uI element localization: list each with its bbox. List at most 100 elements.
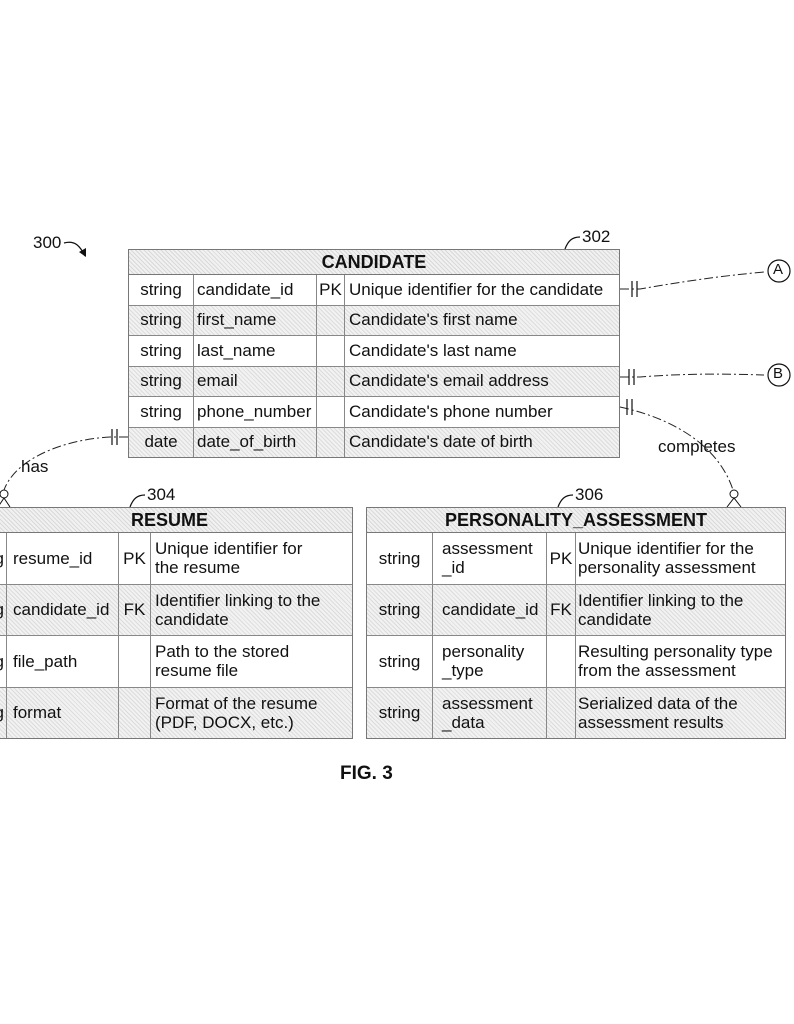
field-key [317,366,345,396]
table-row: date date_of_birth Candidate's date of b… [129,427,619,457]
field-desc: Candidate's phone number [349,401,553,421]
desc-line: resume file [155,661,239,681]
assessment-ref-number: 306 [575,485,604,504]
has-relationship-line [3,436,128,491]
connector-b-label: B [773,365,784,382]
field-key [317,305,345,335]
field-desc: Candidate's first name [349,310,518,330]
field-key [317,427,345,457]
desc-line: Unique identifier for [155,539,303,559]
field-key: PK [317,275,345,305]
table-row: string assessment_data Serialized data o… [367,687,785,739]
field-type: string [367,584,433,635]
desc-line: Serialized data of the [578,693,738,713]
completes-relationship-line [619,406,734,491]
desc-line: (PDF, DOCX, etc.) [155,712,294,732]
ref-302-leader [564,236,581,250]
name-line: assessment [442,539,533,559]
figure-ref-number: 300 [33,233,62,252]
table-row: string personality_type Resulting person… [367,636,785,688]
ref-306-leader [557,494,574,508]
connector-a-label: A [773,261,784,278]
personality-assessment-title: PERSONALITY_ASSESSMENT [367,508,785,533]
field-name: candidate_id [433,584,547,635]
desc-line: candidate [578,609,652,629]
name-line: _id [442,558,465,578]
field-key: FK [547,584,576,635]
field-name: candidate_id [194,275,317,305]
desc-line: the resume [155,558,241,578]
field-key [317,336,345,366]
has-label: has [21,457,49,476]
ref-300-arrowhead [79,248,86,257]
connector-line-a [620,271,765,290]
table-row: string email Candidate's email address [129,366,619,397]
candidate-title: CANDIDATE [129,250,619,275]
field-type: string [367,533,433,584]
name-line: assessment [442,693,533,713]
field-key [547,636,576,687]
connector-line-b [620,373,765,378]
table-row: string candidate_id PK Unique identifier… [129,275,619,306]
field-key: PK [547,533,576,584]
field-type: g [0,636,7,687]
field-type: string [129,275,194,305]
field-key [119,636,151,687]
field-key: PK [119,533,151,584]
field-name: phone_number [194,397,317,427]
desc-line: personality assessment [578,558,756,578]
field-desc: Candidate's date of birth [349,432,533,452]
field-desc: Unique identifier for the candidate [349,279,604,299]
field-type: string [367,687,433,738]
table-row: string assessment_id PK Unique identifie… [367,533,785,585]
field-type: g [0,533,7,584]
field-type: string [129,366,194,396]
desc-line: Format of the resume [155,693,318,713]
field-name: email [194,366,317,396]
desc-line: assessment results [578,712,724,732]
field-desc: Format of the resume(PDF, DOCX, etc.) [151,688,352,739]
resume-entity: RESUME g resume_id PK Unique identifier … [0,507,353,739]
desc-line: Unique identifier for the [578,539,754,559]
resume-title: RESUME [0,508,352,533]
field-type: date [129,427,194,457]
personality-assessment-entity: PERSONALITY_ASSESSMENT string assessment… [366,507,786,739]
field-key [547,687,576,738]
field-name: file_path [7,636,119,687]
field-name: first_name [194,305,317,335]
field-desc: Candidate's last name [349,340,517,360]
field-key [119,687,151,738]
table-row: string phone_number Candidate's phone nu… [129,397,619,428]
name-line: personality [442,642,525,662]
field-key [317,397,345,427]
field-type: string [129,336,194,366]
connector-b-circle [767,363,791,387]
desc-line: from the assessment [578,661,736,681]
field-name: last_name [194,336,317,366]
resume-ref-number: 304 [147,485,176,504]
field-name: personality_type [433,636,547,687]
name-line: _type [442,661,484,681]
table-row: g format Format of the resume(PDF, DOCX,… [0,687,352,739]
desc-line: Identifier linking to the [155,590,321,610]
field-type: string [129,397,194,427]
table-row: g resume_id PK Unique identifier forthe … [0,533,352,585]
field-type: g [0,687,7,738]
field-name: date_of_birth [194,427,317,457]
name-line: _data [442,712,485,732]
field-type: string [129,305,194,335]
field-name: format [7,687,119,738]
field-name: assessment_id [433,533,547,584]
figure-caption: FIG. 3 [340,763,393,784]
field-type: string [367,636,433,687]
candidate-entity: CANDIDATE string candidate_id PK Unique … [128,249,620,458]
table-row: g candidate_id FK Identifier linking to … [0,584,352,636]
field-desc: Candidate's email address [349,371,549,391]
